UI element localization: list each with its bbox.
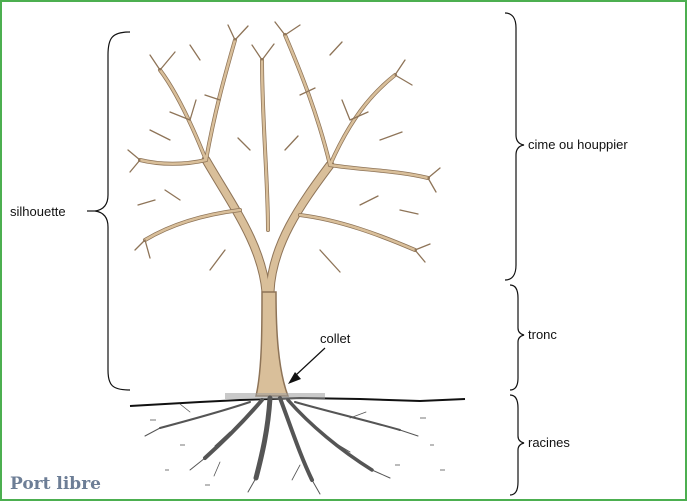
tree-crown (128, 22, 440, 292)
label-collar: collet (320, 332, 350, 346)
collar-arrow (288, 348, 325, 384)
tree-roots (145, 398, 418, 494)
crown-bracket (505, 13, 524, 280)
trunk-bracket (510, 285, 524, 390)
soil-specks (150, 418, 445, 485)
collar-shadow (225, 393, 325, 399)
tree-trunk (256, 292, 288, 396)
label-trunk: tronc (528, 328, 557, 342)
label-crown: cime ou houppier (528, 138, 628, 152)
caption: Port libre (10, 474, 101, 494)
label-roots: racines (528, 436, 570, 450)
label-silhouette: silhouette (10, 205, 66, 219)
roots-bracket (510, 395, 524, 495)
silhouette-bracket (87, 32, 130, 390)
